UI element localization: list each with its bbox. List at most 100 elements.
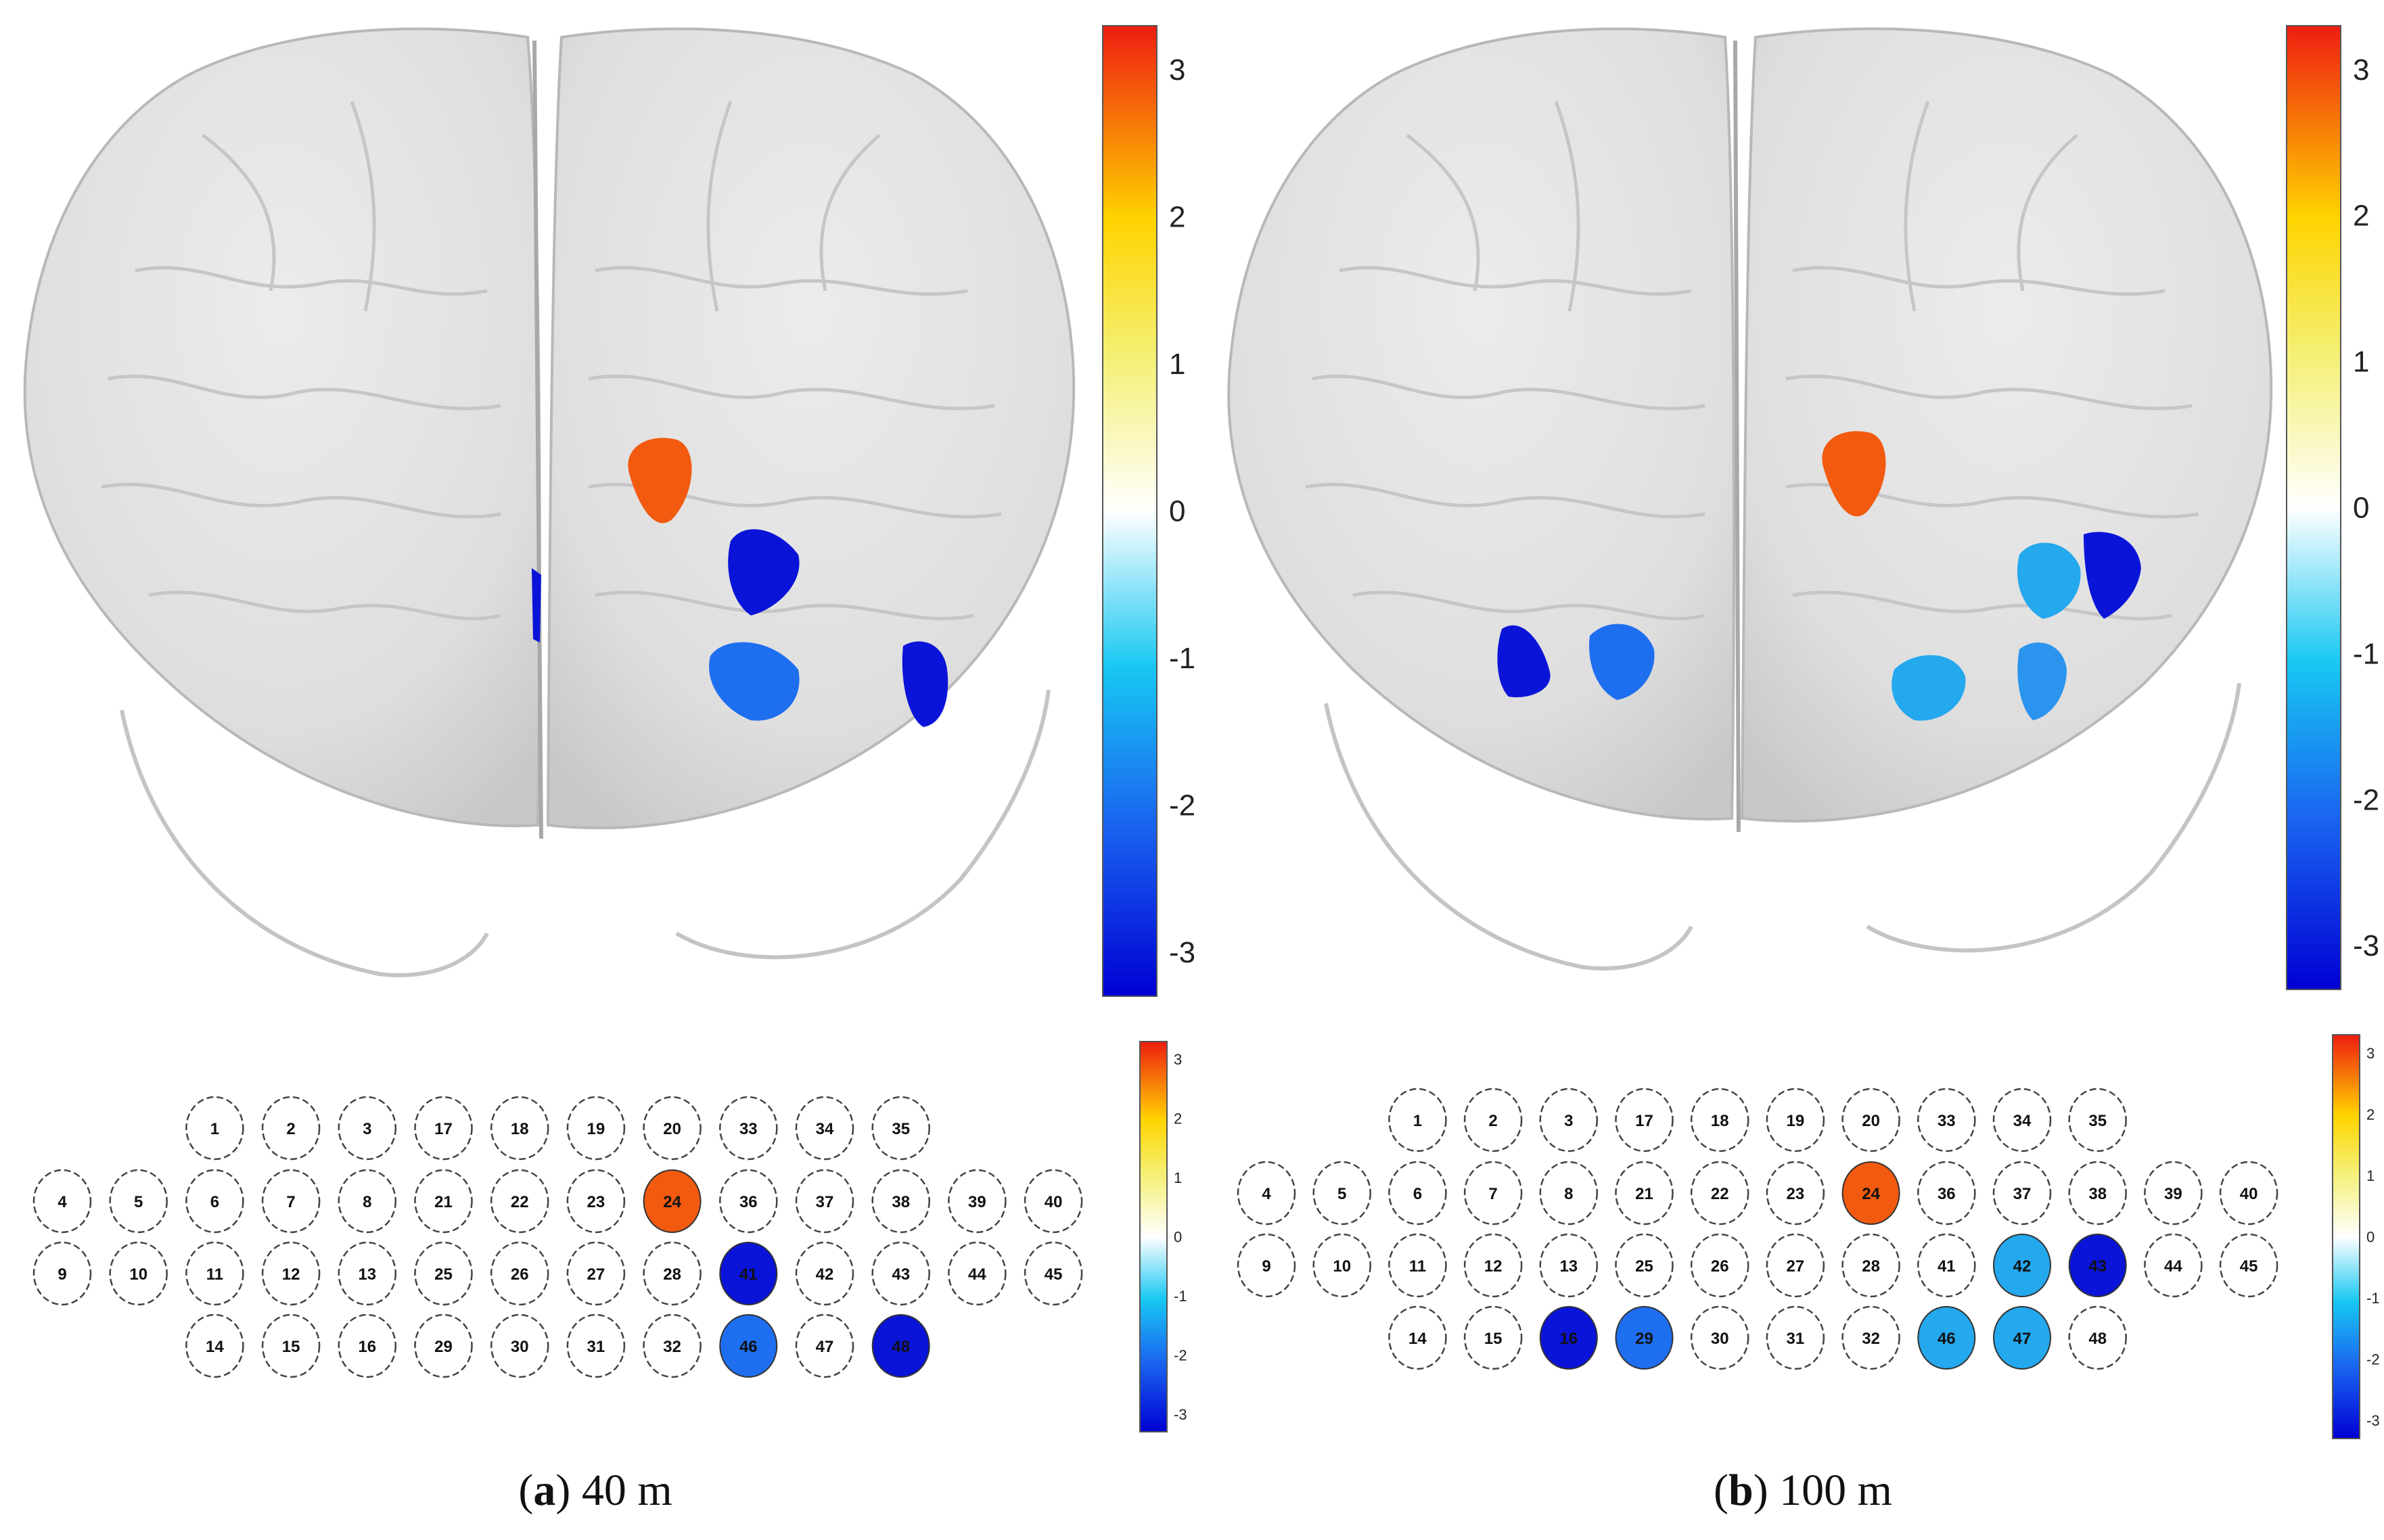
channel-circle xyxy=(795,1241,854,1306)
colorbar-tick-label: 0 xyxy=(2366,1229,2375,1246)
channel-32: 32 xyxy=(1841,1305,1900,1370)
channel-number: 31 xyxy=(587,1338,605,1356)
brain-render xyxy=(23,27,1076,977)
channel-4: 4 xyxy=(1237,1161,1296,1226)
channel-14: 14 xyxy=(185,1313,244,1378)
channel-number: 8 xyxy=(1564,1185,1573,1203)
channel-number: 29 xyxy=(1635,1330,1653,1348)
channel-circle xyxy=(566,1169,626,1234)
channel-number: 30 xyxy=(511,1338,529,1356)
channel-circle xyxy=(1388,1088,1447,1152)
channel-number: 11 xyxy=(206,1265,223,1284)
channel-number: 12 xyxy=(1484,1257,1503,1276)
colorbar-tick-label: 0 xyxy=(1169,495,1185,528)
channel-18: 18 xyxy=(1690,1088,1749,1152)
activation-29 xyxy=(1589,624,1655,700)
channel-circle xyxy=(643,1313,702,1378)
channel-46: 46 xyxy=(719,1314,778,1378)
channel-circle xyxy=(1841,1305,1900,1370)
channel-circle xyxy=(185,1169,244,1234)
channel-number: 1 xyxy=(1413,1112,1422,1130)
channel-number: 38 xyxy=(2088,1185,2107,1203)
channel-circle xyxy=(1992,1161,2052,1226)
channel-3: 3 xyxy=(338,1096,397,1161)
channel-circle xyxy=(719,1169,778,1234)
channel-17: 17 xyxy=(414,1096,473,1161)
channel-number: 13 xyxy=(1559,1257,1578,1276)
colorbar-tick-label: 3 xyxy=(2366,1045,2375,1062)
channel-number: 10 xyxy=(1333,1257,1351,1276)
channel-circle xyxy=(1539,1161,1599,1226)
channel-42: 42 xyxy=(1993,1234,2051,1297)
activation-24 xyxy=(1822,431,1886,517)
channel-number: 26 xyxy=(511,1265,529,1284)
channel-number: 5 xyxy=(1337,1185,1346,1203)
colorbar-tick-label: 1 xyxy=(1174,1169,1182,1186)
channel-number: 10 xyxy=(129,1265,147,1284)
channel-circle xyxy=(2219,1161,2278,1226)
colorbar-tick-label: 1 xyxy=(2366,1167,2375,1184)
channel-number: 35 xyxy=(2088,1112,2107,1130)
channel-36: 36 xyxy=(719,1169,778,1234)
channel-number: 39 xyxy=(968,1193,986,1211)
channel-5: 5 xyxy=(109,1169,168,1234)
channel-circle xyxy=(871,1169,930,1234)
channel-number: 14 xyxy=(206,1338,224,1356)
channel-number: 15 xyxy=(282,1338,300,1356)
channel-circle xyxy=(795,1313,854,1378)
channel-circle xyxy=(719,1242,778,1305)
channel-circle xyxy=(566,1313,626,1378)
channel-43: 43 xyxy=(871,1241,930,1306)
colorbar-tick-label: -1 xyxy=(2353,637,2379,670)
channel-circle xyxy=(566,1096,626,1161)
channel-circle xyxy=(414,1096,473,1161)
channel-37: 37 xyxy=(1992,1161,2052,1226)
channel-number: 3 xyxy=(1564,1112,1573,1130)
channel-42: 42 xyxy=(795,1241,854,1306)
channel-number: 47 xyxy=(816,1338,834,1356)
channel-circle xyxy=(643,1241,702,1306)
colorbar-tick-label: 3 xyxy=(2353,53,2369,87)
channel-circle xyxy=(1539,1233,1599,1298)
channel-circle xyxy=(261,1169,321,1234)
channel-circle xyxy=(1024,1169,1083,1234)
channel-number: 2 xyxy=(286,1120,295,1138)
channel-22: 22 xyxy=(490,1169,549,1234)
channel-circle xyxy=(1615,1088,1674,1152)
activation-16 xyxy=(1497,625,1551,697)
channel-1: 1 xyxy=(185,1096,244,1161)
channel-5: 5 xyxy=(1312,1161,1371,1226)
channel-number: 4 xyxy=(58,1193,67,1211)
channel-circle xyxy=(1539,1088,1599,1152)
activation-midline xyxy=(532,568,541,643)
channel-34: 34 xyxy=(1992,1088,2052,1152)
channel-21: 21 xyxy=(414,1169,473,1234)
channel-number: 32 xyxy=(663,1338,681,1356)
colorbar-tick-label: 0 xyxy=(2353,492,2369,525)
channel-number: 26 xyxy=(1711,1257,1729,1276)
colorbar-tick-label: -2 xyxy=(1169,789,1195,822)
channel-number: 39 xyxy=(2164,1185,2182,1203)
channel-circle xyxy=(948,1169,1007,1234)
colorbar-tick-label: 1 xyxy=(1169,348,1185,381)
channel-9: 9 xyxy=(1237,1233,1296,1298)
channel-16: 16 xyxy=(1539,1306,1598,1370)
channel-8: 8 xyxy=(338,1169,397,1234)
channel-circle xyxy=(1993,1234,2051,1297)
channel-number: 40 xyxy=(2240,1185,2258,1203)
channel-circle xyxy=(414,1169,473,1234)
channel-circle xyxy=(2144,1233,2203,1298)
channel-33: 33 xyxy=(719,1096,778,1161)
colorbar-tick-label: 2 xyxy=(2353,200,2369,233)
channel-11: 11 xyxy=(185,1241,244,1306)
colorbar-tick-label: -3 xyxy=(1169,936,1195,969)
channel-circle xyxy=(1237,1161,1296,1226)
colorbar-tick-label: 2 xyxy=(1174,1111,1182,1127)
channel-circle xyxy=(1766,1233,1825,1298)
channel-number: 14 xyxy=(1408,1330,1427,1348)
channel-30: 30 xyxy=(1690,1305,1749,1370)
channel-circle xyxy=(1841,1088,1900,1152)
channel-number: 33 xyxy=(1938,1112,1956,1130)
channel-circle xyxy=(1388,1233,1447,1298)
